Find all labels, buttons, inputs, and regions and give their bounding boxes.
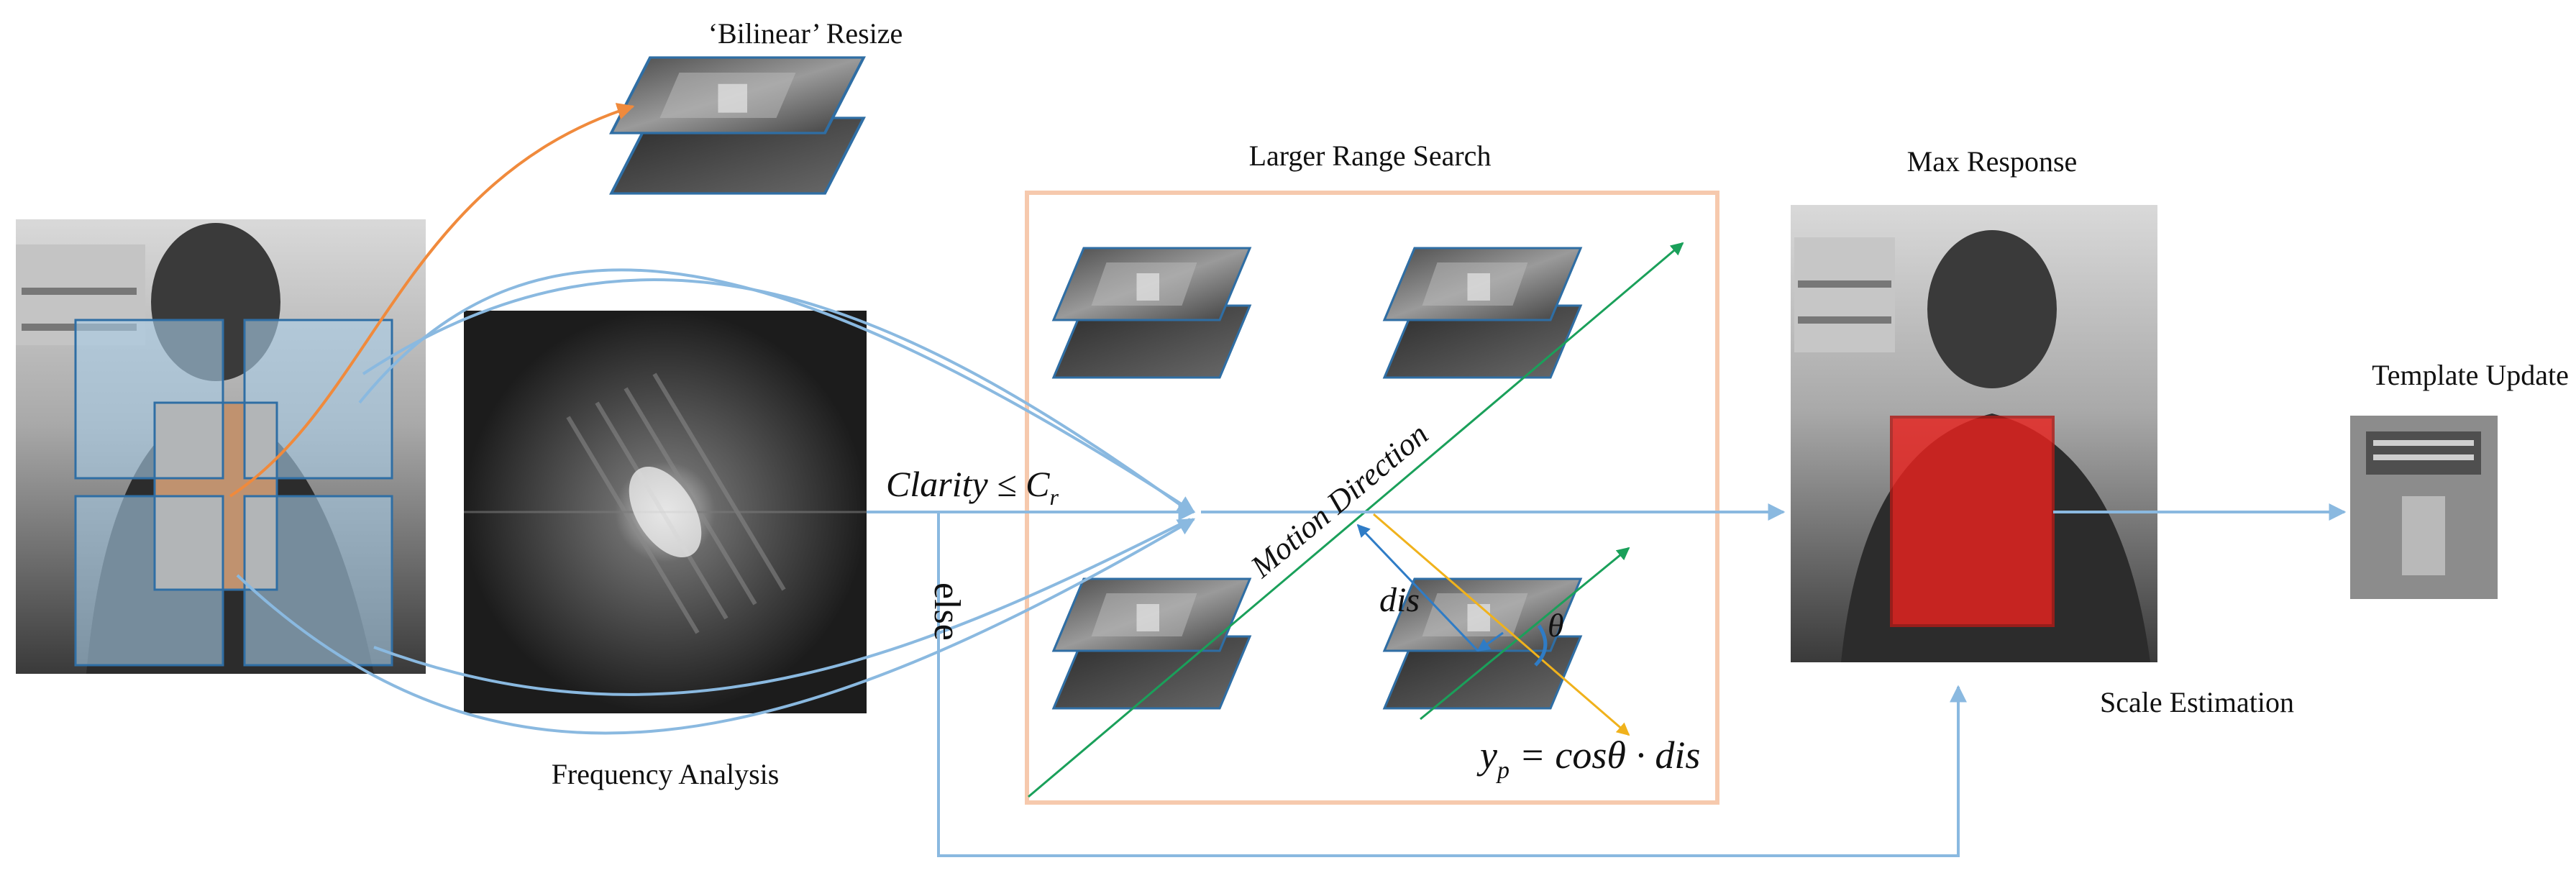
target-box xyxy=(1890,416,2055,627)
flow-else-branch xyxy=(937,512,1967,857)
projection-line xyxy=(1373,513,1630,736)
larger-range-search-label: Larger Range Search xyxy=(1249,140,1492,172)
template-image xyxy=(2350,416,2498,599)
else-branch-label: else xyxy=(926,582,967,641)
flow-arc-inner-bottom xyxy=(373,518,1191,696)
motion-direction-line xyxy=(1028,242,1684,798)
input-frame xyxy=(16,219,426,674)
scale-estimation-label: Scale Estimation xyxy=(2100,686,2294,718)
flow-arc-top xyxy=(358,268,1196,513)
theta-arc xyxy=(1534,624,1548,667)
frequency-analysis-label: Frequency Analysis xyxy=(552,758,780,790)
template-update-label: Template Update xyxy=(2372,359,2569,391)
bilinear-resize-label: ‘Bilinear’ Resize xyxy=(708,17,903,50)
search-patch-bottom-left xyxy=(1052,577,1251,710)
yp-formula-rest: = cosθ · dis xyxy=(1509,733,1700,777)
search-region-box xyxy=(1025,191,1719,805)
grid-tiles xyxy=(74,319,393,667)
search-patch-top-right xyxy=(1383,247,1582,379)
theta-label: θ xyxy=(1548,607,1564,644)
patch-motion-axis xyxy=(1420,547,1630,721)
output-frame xyxy=(1791,205,2157,662)
flow-arc-inner-top xyxy=(362,278,1192,513)
clarity-condition-subscript: r xyxy=(1049,484,1059,510)
motion-direction-label: Motion Direction xyxy=(1243,416,1435,585)
dis-arrow xyxy=(1356,524,1479,652)
resize-patch-stack xyxy=(611,58,864,193)
max-response-label: Max Response xyxy=(1907,145,2078,178)
spectrum-image xyxy=(464,311,867,713)
resize-arrow xyxy=(229,103,635,498)
flow-arc-bottom xyxy=(236,518,1196,735)
clarity-condition-label: Clarity ≤ Cr xyxy=(886,464,1059,510)
yp-formula-sub: p xyxy=(1496,757,1509,784)
dis-arrow-short xyxy=(1476,631,1504,652)
dis-label: dis xyxy=(1379,581,1420,619)
clarity-condition-main: Clarity ≤ C xyxy=(886,464,1050,504)
search-patch-top-left xyxy=(1052,247,1251,379)
yp-formula-y: y xyxy=(1476,733,1497,777)
yp-formula-label: yp = cosθ · dis xyxy=(1476,733,1700,784)
